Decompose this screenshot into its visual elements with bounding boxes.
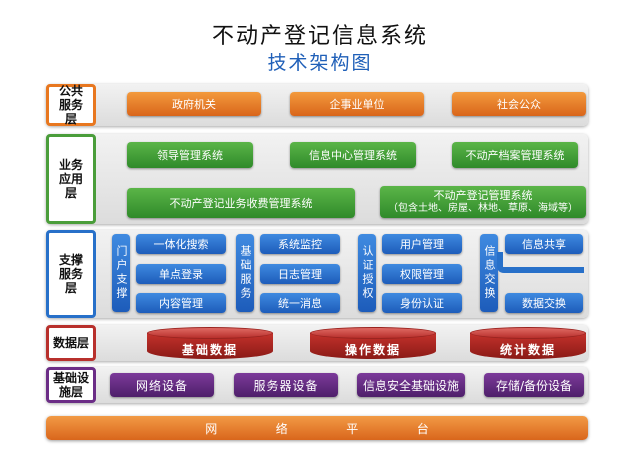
data-item-basic: 基础数据 — [147, 327, 273, 359]
network-platform-bar: 网 络 平 台 — [46, 416, 588, 440]
business-item-registry-system: 不动产登记管理系统 （包含土地、房屋、林地、草原、海域等） — [380, 186, 586, 218]
support-item-unified-search: 一体化搜索 — [136, 234, 226, 254]
support-item-single-sign-on: 单点登录 — [136, 264, 226, 284]
network-char-4: 台 — [416, 421, 429, 436]
support-item-permission-management: 权限管理 — [382, 264, 462, 284]
public-item-public: 社会公众 — [452, 92, 586, 116]
diagram-subtitle: 技术架构图 — [267, 52, 373, 74]
infra-item-security-infra: 信息安全基础设施 — [357, 373, 465, 397]
business-item-fee-system: 不动产登记业务收费管理系统 — [127, 188, 355, 218]
support-group-auth-label: 认证授权 — [358, 234, 376, 312]
data-item-operational: 操作数据 — [310, 327, 436, 359]
support-item-unified-messaging: 统一消息 — [260, 293, 340, 313]
infra-layer-label: 基础设施层 — [46, 367, 96, 403]
network-char-3: 平 — [346, 421, 359, 436]
support-group-portal-label: 门户支撑 — [112, 234, 130, 312]
exchange-connector — [497, 252, 584, 273]
data-layer-label: 数据层 — [46, 325, 96, 361]
support-item-log-management: 日志管理 — [260, 264, 340, 284]
public-layer-label: 公共服务层 — [46, 84, 96, 126]
public-item-enterprise: 企事业单位 — [290, 92, 424, 116]
business-layer-label: 业务应用层 — [46, 134, 96, 224]
diagram-title: 不动产登记信息系统 — [211, 24, 428, 49]
infra-item-storage-backup: 存储/备份设备 — [484, 373, 584, 397]
infra-item-network-devices: 网络设备 — [110, 373, 214, 397]
support-item-identity-auth: 身份认证 — [382, 293, 462, 313]
network-char-1: 网 — [205, 421, 218, 436]
support-item-user-management: 用户管理 — [382, 234, 462, 254]
support-item-system-monitor: 系统监控 — [260, 234, 340, 254]
data-item-statistics: 统计数据 — [470, 327, 586, 359]
public-item-government: 政府机关 — [127, 92, 261, 116]
support-item-data-exchange: 数据交换 — [505, 293, 583, 313]
network-char-2: 络 — [275, 421, 288, 436]
support-item-info-sharing: 信息共享 — [505, 234, 583, 254]
support-group-exchange-label: 信息交换 — [480, 234, 498, 312]
support-layer-label: 支撑服务层 — [46, 230, 96, 318]
business-item-leader-system: 领导管理系统 — [127, 142, 253, 168]
support-item-content-management: 内容管理 — [136, 293, 226, 313]
business-item-info-center-system: 信息中心管理系统 — [290, 142, 416, 168]
business-item-archive-system: 不动产档案管理系统 — [452, 142, 578, 168]
support-group-basic-services-label: 基础服务 — [236, 234, 254, 312]
infra-item-server-devices: 服务器设备 — [234, 373, 338, 397]
